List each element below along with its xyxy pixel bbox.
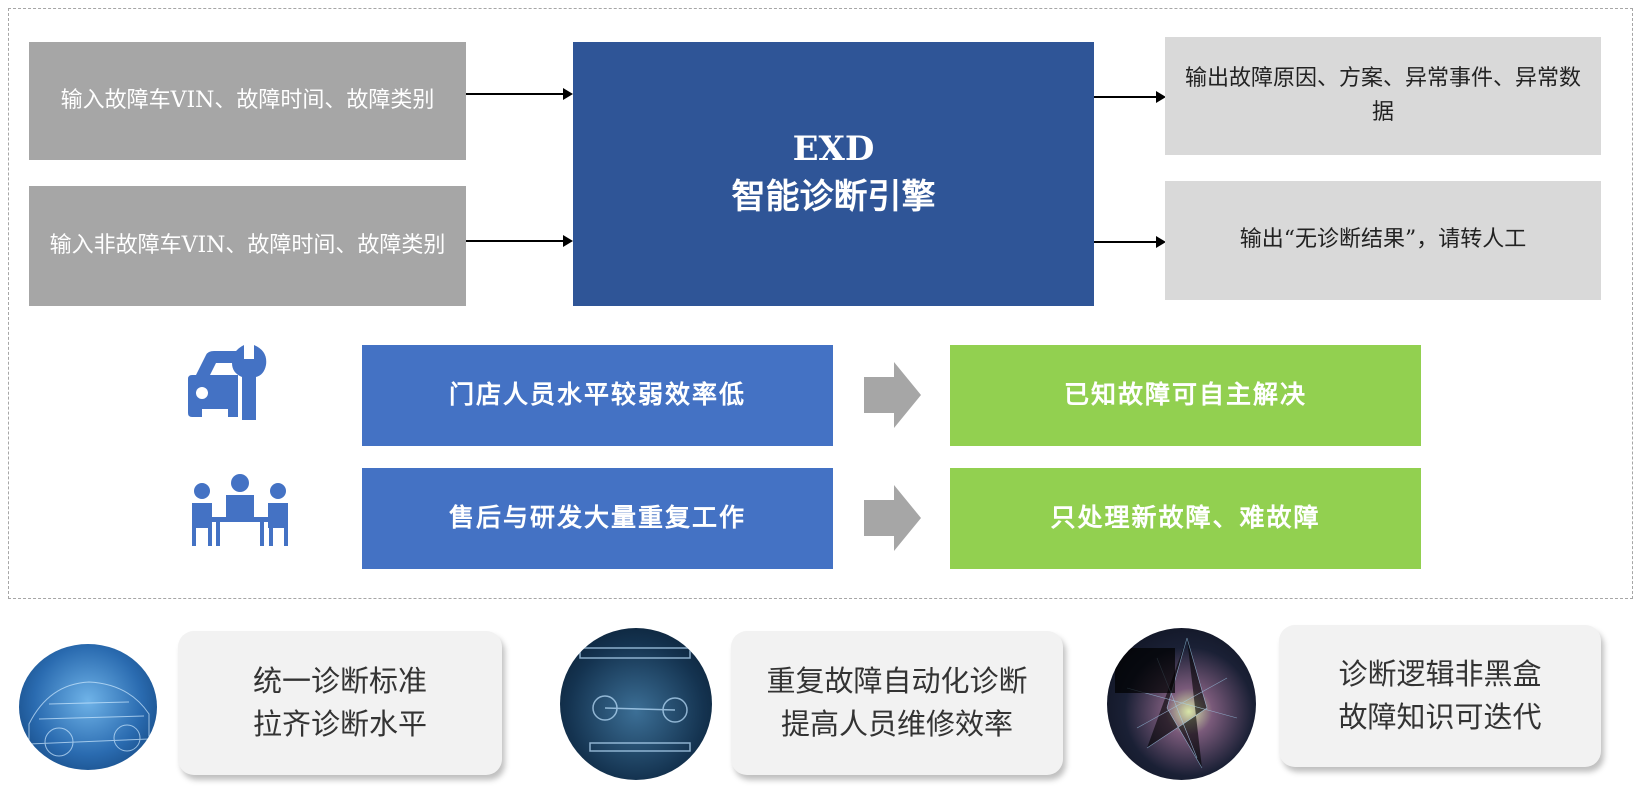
problem-text: 门店人员水平较弱效率低 (448, 380, 746, 410)
chevron-right-icon (864, 485, 921, 551)
problem-box: 门店人员水平较弱效率低 (362, 345, 833, 446)
benefit-card: 统一诊断标准 拉齐诊断水平 (178, 631, 502, 775)
benefit-line: 重复故障自动化诊断 (766, 663, 1028, 698)
input-text: 输入故障车VIN、故障时间、故障类别 (60, 87, 435, 113)
problem-text: 售后与研发大量重复工作 (448, 503, 746, 533)
output-no-result: 输出“无诊断结果”，请转人工 (1165, 181, 1601, 300)
arrow-right-icon (466, 235, 573, 247)
arrow-right-icon (1094, 91, 1166, 103)
result-box: 只处理新故障、难故障 (950, 468, 1421, 569)
benefit-line: 故障知识可迭代 (1338, 700, 1542, 734)
benefit-card: 重复故障自动化诊断 提高人员维修效率 (731, 631, 1063, 775)
exd-engine-box: EXD 智能诊断引擎 (573, 42, 1094, 306)
arrow-right-icon (466, 88, 573, 100)
benefit-line: 提高人员维修效率 (780, 707, 1013, 741)
input-faulty-vehicle: 输入故障车VIN、故障时间、故障类别 (29, 42, 466, 160)
benefit-line: 拉齐诊断水平 (252, 707, 427, 741)
input-non-faulty-vehicle: 输入非故障车VIN、故障时间、故障类别 (29, 186, 466, 306)
benefit-line: 统一诊断标准 (252, 663, 427, 698)
result-text: 已知故障可自主解决 (1063, 380, 1307, 410)
result-text: 只处理新故障、难故障 (1050, 503, 1321, 533)
arrow-right-icon (1094, 236, 1166, 248)
vehicle-chassis-image (560, 628, 712, 780)
output-diagnosis: 输出故障原因、方案、异常事件、异常数据 (1165, 37, 1601, 155)
diagram-frame (8, 8, 1633, 599)
chevron-right-icon (864, 362, 921, 428)
car-wireframe-image (19, 644, 157, 770)
input-text: 输入非故障车VIN、故障时间、故障类别 (49, 232, 446, 258)
engine-name: EXD (792, 129, 875, 170)
output-text: 输出“无诊断结果”，请转人工 (1239, 227, 1527, 253)
problem-box: 售后与研发大量重复工作 (362, 468, 833, 569)
knowledge-graph-image (1107, 628, 1256, 780)
meeting-people-icon (192, 474, 288, 546)
output-text: 输出故障原因、方案、异常事件、异常数据 (1185, 65, 1582, 125)
result-box: 已知故障可自主解决 (950, 345, 1421, 446)
car-wrench-icon (188, 345, 267, 420)
benefit-card: 诊断逻辑非黑盒 故障知识可迭代 (1279, 625, 1601, 767)
benefit-line: 诊断逻辑非黑盒 (1338, 656, 1542, 691)
engine-subtitle: 智能诊断引擎 (731, 177, 936, 217)
